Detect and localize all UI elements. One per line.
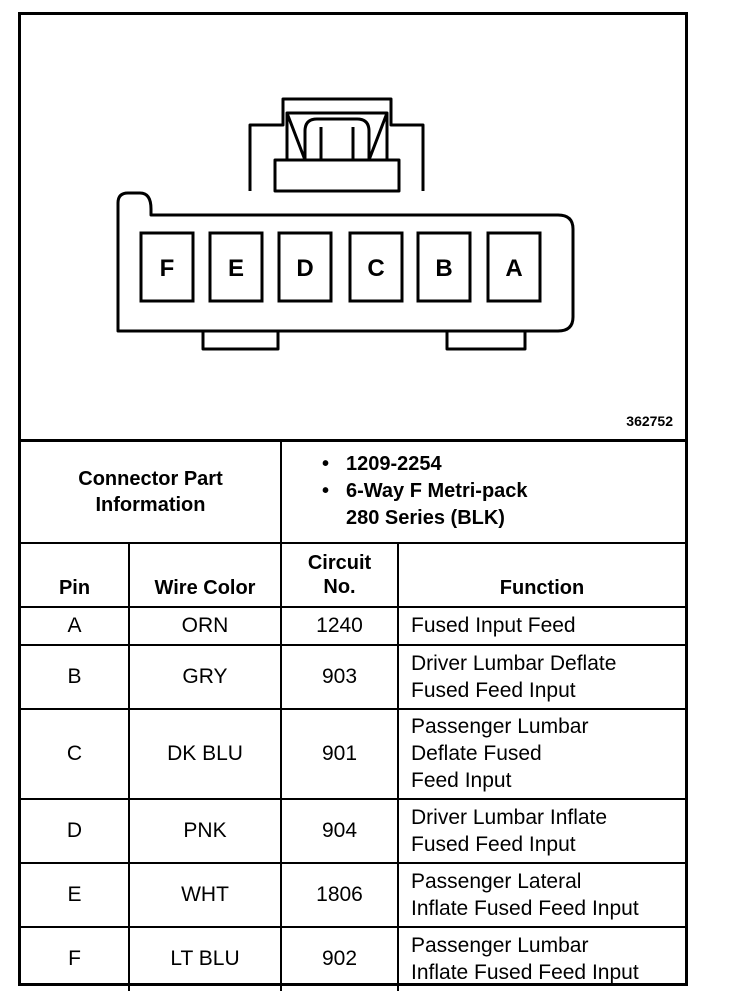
- part-info-row: Connector Part Information 1209-2254 6-W…: [21, 439, 685, 544]
- pin-letter-a: A: [505, 255, 522, 282]
- pin-letter-b: B: [435, 255, 452, 282]
- locking-tab-frame: [248, 97, 425, 191]
- header-wire-color: Wire Color: [128, 541, 282, 608]
- header-circuit-line: No.: [323, 575, 356, 598]
- table-header-row: Pin Wire Color Circuit No. Function: [21, 541, 685, 608]
- part-info-label: Connector Part Information: [21, 439, 282, 544]
- connector-housing: [116, 191, 575, 333]
- function-line: Inflate Fused Feed Input: [411, 896, 639, 920]
- function-line: Passenger Lateral: [411, 869, 582, 893]
- pin-cell: D: [21, 797, 130, 864]
- connector-type-line-2: 280 Series (BLK): [346, 507, 505, 530]
- pin-cell: C: [21, 707, 130, 800]
- pin-cavity-b: [416, 231, 472, 303]
- connector-diagram: F E D C B A 362752: [21, 15, 685, 440]
- part-info-label-line: Information: [95, 493, 206, 516]
- header-circuit-no: Circuit No.: [280, 541, 399, 608]
- wire-color-cell: GRY: [128, 643, 282, 710]
- circuit-cell: 901: [280, 707, 399, 800]
- circuit-cell: 1240: [280, 605, 399, 646]
- function-line: Deflate Fused: [411, 742, 542, 765]
- pin-cell: A: [21, 605, 130, 646]
- pin-cavity-f: [139, 231, 195, 303]
- locking-tab-box: [273, 158, 401, 193]
- pin-letter-d: D: [296, 255, 313, 282]
- function-line: Fused Feed Input: [411, 832, 576, 856]
- function-line: Passenger Lumbar: [411, 715, 589, 738]
- function-line: Driver Lumbar Inflate: [411, 805, 608, 829]
- function-line: Feed Input: [411, 769, 512, 792]
- pinout-table: Connector Part Information 1209-2254 6-W…: [21, 439, 685, 991]
- figure-id: 362752: [626, 413, 673, 429]
- function-line: Fused Input Feed: [411, 614, 576, 637]
- wire-color-cell: ORN: [128, 605, 282, 646]
- pin-cell: B: [21, 643, 130, 710]
- pin-cell: F: [21, 925, 130, 991]
- pin-cavity-d: [277, 231, 333, 303]
- function-line: Inflate Fused Feed Input: [411, 961, 639, 984]
- circuit-cell: 903: [280, 643, 399, 710]
- part-info-values: 1209-2254 6-Way F Metri-pack 280 Series …: [280, 439, 685, 544]
- wire-color-cell: DK BLU: [128, 707, 282, 800]
- pin-letter-c: C: [367, 255, 384, 282]
- part-info-label-line: Connector Part: [78, 467, 223, 490]
- connector-foot-right: [445, 331, 527, 351]
- wire-color-cell: PNK: [128, 797, 282, 864]
- function-line: Passenger Lumbar: [411, 934, 589, 957]
- pin-cavity-e: [208, 231, 264, 303]
- pin-letter-f: F: [160, 255, 175, 282]
- header-function: Function: [397, 541, 685, 608]
- circuit-cell: 1806: [280, 861, 399, 928]
- header-pin: Pin: [21, 541, 130, 608]
- locking-tab-latch: [285, 111, 389, 160]
- circuit-cell: 902: [280, 925, 399, 991]
- wire-color-cell: WHT: [128, 861, 282, 928]
- wire-color-cell: LT BLU: [128, 925, 282, 991]
- connector-type: 6-Way F Metri-pack: [322, 478, 685, 505]
- header-circuit-line: Circuit: [307, 551, 372, 574]
- function-line: Driver Lumbar Deflate: [411, 651, 617, 675]
- pin-cavity-a: [486, 231, 542, 303]
- pin-cavity-c: [348, 231, 404, 303]
- function-cell: Fused Input Feed: [397, 605, 685, 646]
- connector-foot-left: [201, 331, 280, 351]
- part-number: 1209-2254: [322, 451, 685, 478]
- circuit-cell: 904: [280, 797, 399, 864]
- pin-letter-e: E: [228, 255, 244, 282]
- pin-cell: E: [21, 861, 130, 928]
- function-line: Fused Feed Input: [411, 678, 576, 702]
